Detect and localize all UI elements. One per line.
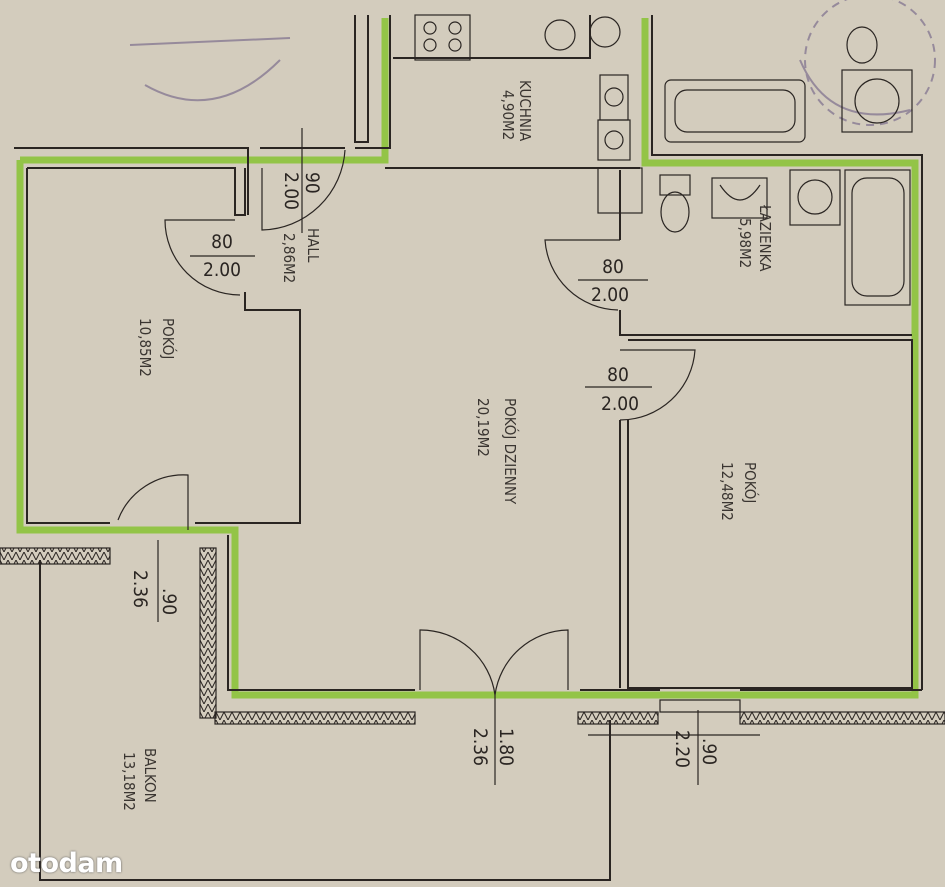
- room-label-living: POKÓJ DZIENNY 20,19M2: [474, 398, 520, 505]
- bathroom-fixtures: [659, 26, 913, 306]
- room-name: HALL: [304, 228, 322, 263]
- room-area: 13,18M2: [120, 752, 138, 811]
- kitchen-fixtures: [414, 14, 643, 214]
- door-height: 2.00: [203, 259, 241, 281]
- room-label-bathroom: ŁAZIENKA 5,98M2: [736, 204, 774, 272]
- room-area: 2,86M2: [280, 233, 298, 283]
- room-label-room-left: POKÓJ 10,85M2: [136, 318, 178, 377]
- door-label-balcony-left: .90 2.36: [129, 570, 180, 615]
- apartment-outline: [16, 18, 919, 699]
- room-area: 4,90M2: [499, 90, 517, 140]
- room-label-kitchen: KUCHNIA 4,90M2: [499, 80, 534, 142]
- room-area: 12,48M2: [718, 462, 736, 521]
- room-name: KUCHNIA: [516, 80, 534, 142]
- door-height: 2.00: [601, 393, 639, 415]
- door-label-balcony-main: 1.80 2.36: [469, 728, 517, 766]
- room-label-balcony: BALKON 13,18M2: [120, 748, 159, 811]
- window-height: 2.20: [671, 730, 693, 768]
- room-name: ŁAZIENKA: [756, 204, 774, 272]
- door-width: 80: [607, 364, 629, 386]
- room-label-room-right: POKÓJ 12,48M2: [718, 462, 760, 521]
- window-width: .90: [698, 738, 720, 765]
- door-label-entry: 90 2.00: [280, 172, 323, 210]
- door-label-room-right: 80 2.00: [601, 364, 639, 415]
- door-height: 2.00: [591, 284, 629, 306]
- otodam-watermark-logo: otodam: [10, 848, 123, 879]
- room-name: BALKON: [141, 748, 159, 803]
- door-label-bathroom: 80 2.00: [591, 256, 629, 306]
- room-area: 20,19M2: [474, 398, 492, 457]
- door-height: 2.36: [129, 570, 151, 608]
- room-name: POKÓJ: [741, 462, 760, 503]
- door-width: 90: [301, 172, 323, 194]
- room-name: POKÓJ DZIENNY: [501, 398, 520, 505]
- door-label-room-left: 80 2.00: [203, 231, 241, 281]
- door-height: 2.36: [469, 728, 491, 766]
- door-width: 80: [602, 256, 624, 278]
- door-width: .90: [158, 588, 180, 615]
- walls: [0, 15, 945, 881]
- door-width: 1.80: [495, 728, 517, 766]
- room-area: 10,85M2: [136, 318, 154, 377]
- room-name: POKÓJ: [159, 318, 178, 359]
- door-width: 80: [211, 231, 233, 253]
- door-height: 2.00: [280, 172, 302, 210]
- room-area: 5,98M2: [736, 218, 754, 268]
- room-label-hall: HALL 2,86M2: [280, 228, 322, 283]
- door-swings: [117, 128, 699, 785]
- window-label-right: .90 2.20: [671, 730, 720, 768]
